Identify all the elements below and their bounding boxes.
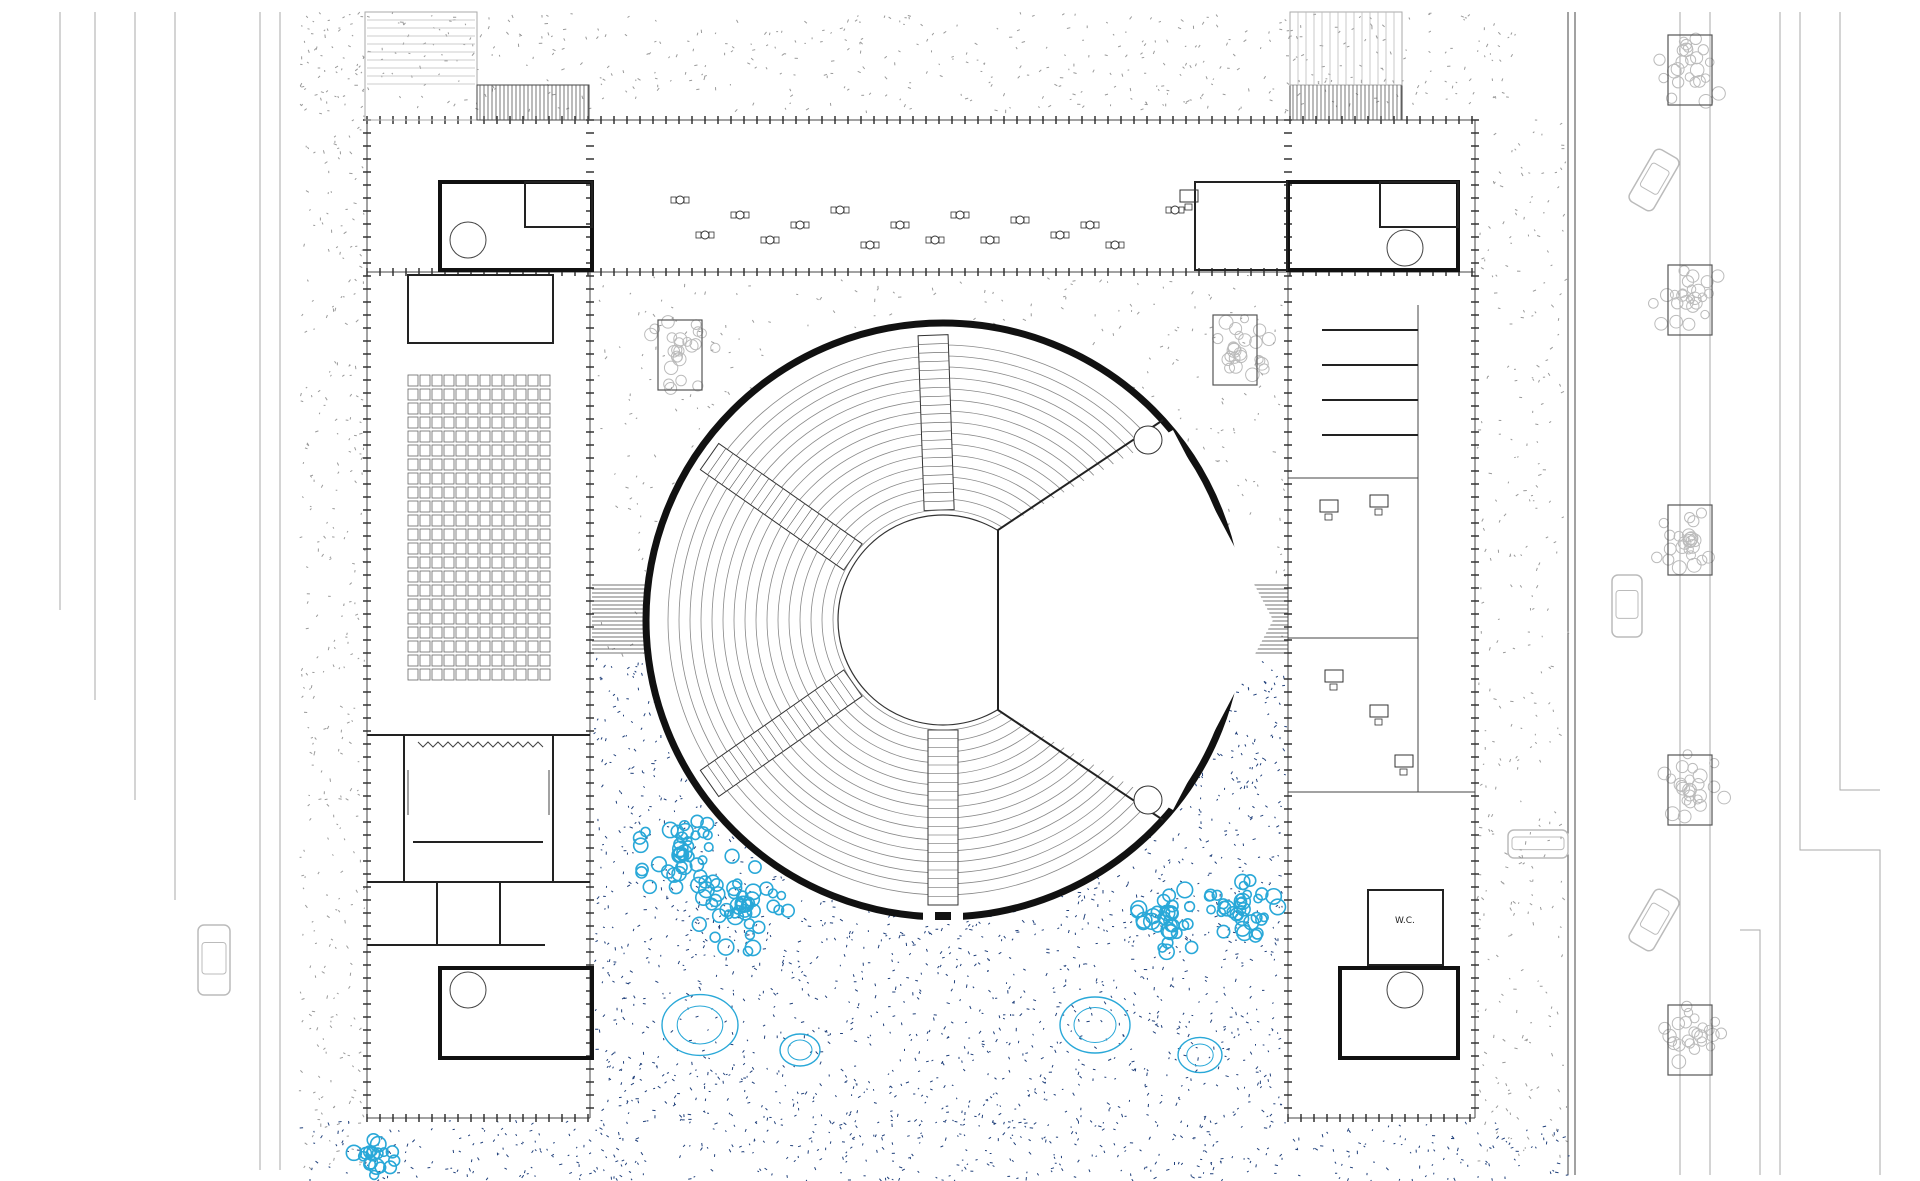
parking-stalls	[1322, 329, 1418, 436]
service-core-top-right	[1286, 180, 1460, 272]
bridge-west	[592, 584, 648, 654]
wc-label: W.C.	[1395, 916, 1415, 926]
wc-block: W.C.	[1367, 889, 1444, 966]
furniture	[670, 189, 1414, 776]
kitchen	[1194, 181, 1288, 271]
stage-room	[367, 734, 590, 883]
lobby-room	[407, 274, 554, 344]
street-right	[1567, 12, 1881, 1175]
west-lower-rooms	[367, 882, 545, 946]
courtyard-trees	[345, 814, 1287, 1181]
seating-grid	[407, 374, 551, 681]
entry-ramps	[364, 11, 1403, 121]
parked-cars	[197, 148, 1680, 996]
service-core-top-left	[438, 180, 594, 272]
service-core-bottom-left	[438, 966, 594, 1060]
service-core-bottom-right	[1338, 966, 1460, 1060]
street-tree-row	[644, 32, 1731, 1076]
street-left	[59, 12, 281, 1170]
auditorium	[642, 319, 1273, 924]
